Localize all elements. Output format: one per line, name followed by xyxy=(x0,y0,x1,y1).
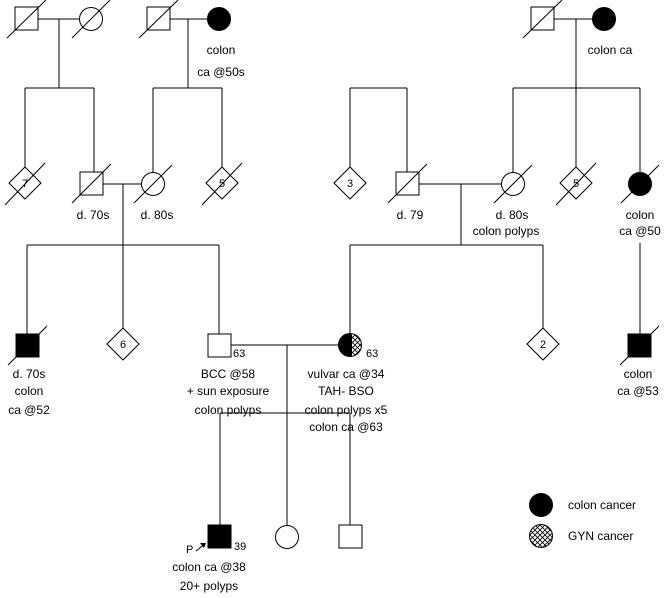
individual-label: colon xyxy=(207,43,236,57)
individual-label: colon ca @63 xyxy=(309,420,383,434)
g3-father: 63 BCC @58 + sun exposure colon polyps xyxy=(187,333,270,417)
individual-label: ca @53 xyxy=(617,384,659,398)
male-symbol xyxy=(338,524,363,549)
age-label: 63 xyxy=(233,348,245,360)
male-symbol xyxy=(207,333,232,358)
g2-maternal-mother: d. 80s colon polyps xyxy=(473,164,540,238)
individual-label: d. 80s xyxy=(496,208,529,222)
individual-label: colon polyps xyxy=(195,403,262,417)
g4-proband: 39 P colon ca @38 20+ polyps xyxy=(172,524,246,593)
individual-label: colon xyxy=(626,208,655,222)
unknown-sex-symbol xyxy=(333,166,367,200)
individual-label: ca @50 xyxy=(619,224,661,238)
individual-label: colon polyps x5 xyxy=(305,403,388,417)
g1-paternal-grandfather xyxy=(6,0,47,39)
individual-label: BCC @58 xyxy=(201,367,256,381)
g3-sibship-6: 6 xyxy=(106,327,140,361)
individual-label: vulvar ca @34 xyxy=(308,367,385,381)
legend-label: colon cancer xyxy=(568,498,636,512)
deceased-slash xyxy=(555,162,597,206)
g3-paternal-uncle: d. 70s colon ca @52 xyxy=(7,325,50,417)
deceased-slash xyxy=(71,163,112,204)
individual-label: d. 79 xyxy=(397,208,424,222)
deceased-slash xyxy=(201,162,243,206)
crosshatch-circle-icon xyxy=(529,524,553,548)
individual-label: colon ca @38 xyxy=(172,560,246,574)
g4-sister xyxy=(275,525,299,549)
g1-paternal-grandmother xyxy=(71,0,111,39)
deceased-slash xyxy=(6,0,47,39)
individual-label: d. 70s xyxy=(13,367,46,381)
g2-sibship-3: 3 xyxy=(333,166,367,200)
female-symbol xyxy=(275,525,299,549)
affected-male-symbol xyxy=(207,524,232,549)
g2-maternal-father: d. 79 xyxy=(387,163,428,222)
g1-middle-grandmother: colon ca @50s xyxy=(197,7,245,79)
individual-label: TAH- BSO xyxy=(318,384,374,398)
legend-item-colon-cancer: colon cancer xyxy=(529,493,636,517)
affected-female-symbol xyxy=(207,7,231,31)
g4-brother xyxy=(338,524,363,549)
individual-label: + sun exposure xyxy=(187,384,270,398)
deceased-slash xyxy=(620,164,660,204)
individual-label: colon xyxy=(15,384,44,398)
unknown-sex-symbol xyxy=(526,327,560,361)
deceased-slash xyxy=(4,162,46,206)
deceased-slash xyxy=(493,164,533,204)
unknown-sex-symbol xyxy=(106,327,140,361)
individual-label: d. 70s xyxy=(77,208,110,222)
g3-sibship-2: 2 xyxy=(526,327,560,361)
sibship-count: 3 xyxy=(347,178,353,190)
g1-middle-grandfather xyxy=(138,0,179,39)
individual-label: ca @50s xyxy=(197,65,245,79)
deceased-slash xyxy=(522,0,563,39)
individual-label: 20+ polyps xyxy=(180,579,238,593)
connection-lines xyxy=(24,18,641,525)
individual-label: ca @52 xyxy=(8,403,50,417)
sibship-count: 2 xyxy=(540,339,546,351)
deceased-slash xyxy=(7,325,48,366)
legend-label: GYN cancer xyxy=(568,529,633,543)
g1-maternal-grandfather xyxy=(522,0,563,39)
age-label: 63 xyxy=(366,348,378,360)
deceased-slash xyxy=(71,0,111,39)
g2-paternal-mother: d. 80s xyxy=(133,164,174,222)
deceased-slash xyxy=(619,325,660,366)
affected-half xyxy=(338,333,352,357)
individual-label: colon xyxy=(624,367,653,381)
g3-mother: 63 vulvar ca @34 TAH- BSO colon polyps x… xyxy=(305,333,388,434)
g2-sibship-7: 7 xyxy=(4,162,46,206)
proband-marker: P xyxy=(186,544,193,556)
g2-sibship-5-right: 5 xyxy=(555,162,597,206)
deceased-slash xyxy=(138,0,179,39)
age-label: 39 xyxy=(234,541,246,553)
gyn-crosshatch-half xyxy=(352,333,362,357)
g2-paternal-father: d. 70s xyxy=(71,163,112,222)
g3-maternal-cousin: colon ca @53 xyxy=(617,325,660,398)
deceased-slash xyxy=(133,164,173,204)
deceased-slash xyxy=(387,163,428,204)
individual-label: colon polyps xyxy=(473,224,540,238)
affected-female-symbol xyxy=(592,7,616,31)
female-symbol xyxy=(338,333,362,357)
g2-sibship-5-left: 5 xyxy=(201,162,243,206)
legend: colon cancer GYN cancer xyxy=(529,493,636,548)
g1-maternal-grandmother: colon ca xyxy=(588,7,633,57)
proband-arrowhead xyxy=(200,543,206,548)
individual-label: d. 80s xyxy=(141,208,174,222)
g2-maternal-aunt: colon ca @50 xyxy=(619,164,661,238)
individual-label: colon ca xyxy=(588,43,633,57)
sibship-count: 6 xyxy=(120,339,126,351)
legend-item-gyn-cancer: GYN cancer xyxy=(529,524,633,548)
filled-circle-icon xyxy=(529,493,553,517)
